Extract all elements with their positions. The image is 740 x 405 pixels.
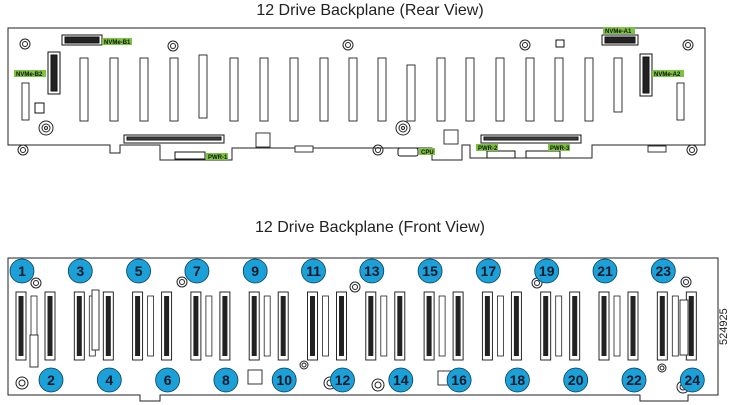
bay-number: 6: [164, 372, 172, 388]
bay-badge-11: 11: [301, 258, 326, 284]
bay-number: 7: [193, 263, 201, 279]
slot-opening: [438, 295, 446, 357]
bay-badge-22: 22: [621, 367, 647, 393]
slot-opening: [613, 295, 621, 357]
slot-opening: [555, 295, 563, 357]
bay-badge-13: 13: [359, 258, 385, 284]
drive-connector: [510, 291, 522, 361]
drive-connector: [540, 291, 552, 361]
bay-badge-19: 19: [534, 258, 560, 284]
bay-number: 2: [47, 372, 55, 388]
slot-opening: [205, 295, 213, 357]
bay-badge-20: 20: [563, 367, 589, 393]
drive-connector: [277, 291, 289, 361]
drive-connector: [481, 291, 493, 361]
bay-number: 4: [105, 372, 113, 388]
bay-badge-23: 23: [650, 258, 676, 284]
bay-badge-16: 16: [446, 367, 472, 393]
drive-connector: [423, 291, 435, 361]
bay-badge-5: 5: [126, 258, 152, 284]
drive-connector: [336, 291, 347, 361]
label-cpu: CPU: [421, 150, 434, 156]
rear-slots: [21, 54, 685, 153]
label-pwr2: PWR-2: [478, 146, 498, 152]
front-drive-connectors: [15, 291, 697, 361]
bay-badge-17: 17: [475, 258, 501, 284]
bay-number: 3: [76, 263, 84, 279]
drive-connector: [248, 291, 260, 361]
bay-badge-8: 8: [213, 367, 239, 393]
drive-connector: [394, 291, 406, 361]
label-pwr1: PWR-1: [208, 155, 228, 161]
drive-connector: [307, 291, 318, 361]
bay-number: 15: [422, 263, 438, 279]
bay-number: 5: [135, 263, 143, 279]
rear-view-title: 12 Drive Backplane (Rear View): [256, 2, 484, 19]
slot-opening: [147, 295, 155, 357]
bay-number: 16: [451, 372, 467, 388]
drive-connector: [102, 291, 114, 361]
bay-badge-12: 12: [330, 367, 355, 393]
front-view-title: 12 Drive Backplane (Front View): [254, 219, 486, 236]
bay-number: 11: [306, 263, 321, 279]
bay-badge-10: 10: [271, 367, 297, 393]
front-mounting-holes: [15, 276, 692, 394]
bay-number: 13: [364, 263, 380, 279]
slot-opening: [322, 295, 329, 357]
rear-connectors: [34, 34, 653, 160]
bay-badge-7: 7: [184, 258, 210, 284]
drive-connector: [15, 291, 27, 361]
drive-connector: [132, 291, 144, 361]
bay-number: 17: [481, 263, 497, 279]
bay-badge-18: 18: [505, 367, 530, 393]
bay-number: 10: [276, 372, 292, 388]
slot-opening: [380, 295, 388, 357]
bay-number: 8: [222, 372, 230, 388]
bay-number: 19: [539, 263, 555, 279]
label-nvme-a1: NVMe-A1: [605, 29, 632, 35]
label-nvme-b1: NVMe-B1: [104, 40, 131, 46]
drive-connector: [161, 291, 173, 361]
bay-badge-14: 14: [388, 367, 414, 393]
slot-opening: [496, 295, 504, 357]
bay-number: 18: [510, 372, 526, 388]
label-pwr3: PWR-3: [550, 146, 570, 152]
bay-badge-15: 15: [417, 258, 443, 284]
drive-connector: [656, 291, 668, 361]
bay-number: 22: [626, 372, 642, 388]
drive-connector: [598, 291, 610, 361]
bay-number: 9: [251, 263, 259, 279]
drive-connector: [627, 291, 639, 361]
drive-connector: [190, 291, 202, 361]
drive-connector: [452, 291, 464, 361]
drive-connector: [365, 291, 377, 361]
slot-opening: [671, 295, 679, 357]
rear-mounting-holes: [17, 38, 698, 156]
label-nvme-b2: NVMe-B2: [16, 72, 43, 78]
bay-number: 12: [335, 372, 351, 388]
rear-labels: NVMe-B1 NVMe-B2 NVMe-A1 NVMe-A2 PWR-1 PW…: [14, 27, 684, 161]
slot-opening: [263, 295, 271, 357]
drive-connector: [44, 291, 56, 361]
bay-badge-4: 4: [96, 367, 122, 393]
bay-badge-6: 6: [155, 367, 181, 393]
bay-badge-1: 1: [9, 258, 35, 284]
bay-badge-2: 2: [38, 367, 64, 393]
bay-badge-3: 3: [67, 258, 93, 284]
bay-badge-9: 9: [242, 258, 268, 284]
label-nvme-a2: NVMe-A2: [654, 72, 681, 78]
bay-number: 21: [597, 263, 613, 279]
drive-connector: [219, 291, 231, 361]
bay-number: 1: [18, 263, 26, 279]
bay-badge-24: 24: [679, 367, 705, 393]
bay-number: 23: [656, 263, 672, 279]
drive-connector: [569, 291, 581, 361]
bay-number: 14: [393, 372, 409, 388]
bay-number: 20: [568, 372, 584, 388]
drive-connector: [73, 291, 85, 361]
bay-number: 24: [685, 372, 701, 388]
bay-badge-21: 21: [592, 258, 618, 284]
